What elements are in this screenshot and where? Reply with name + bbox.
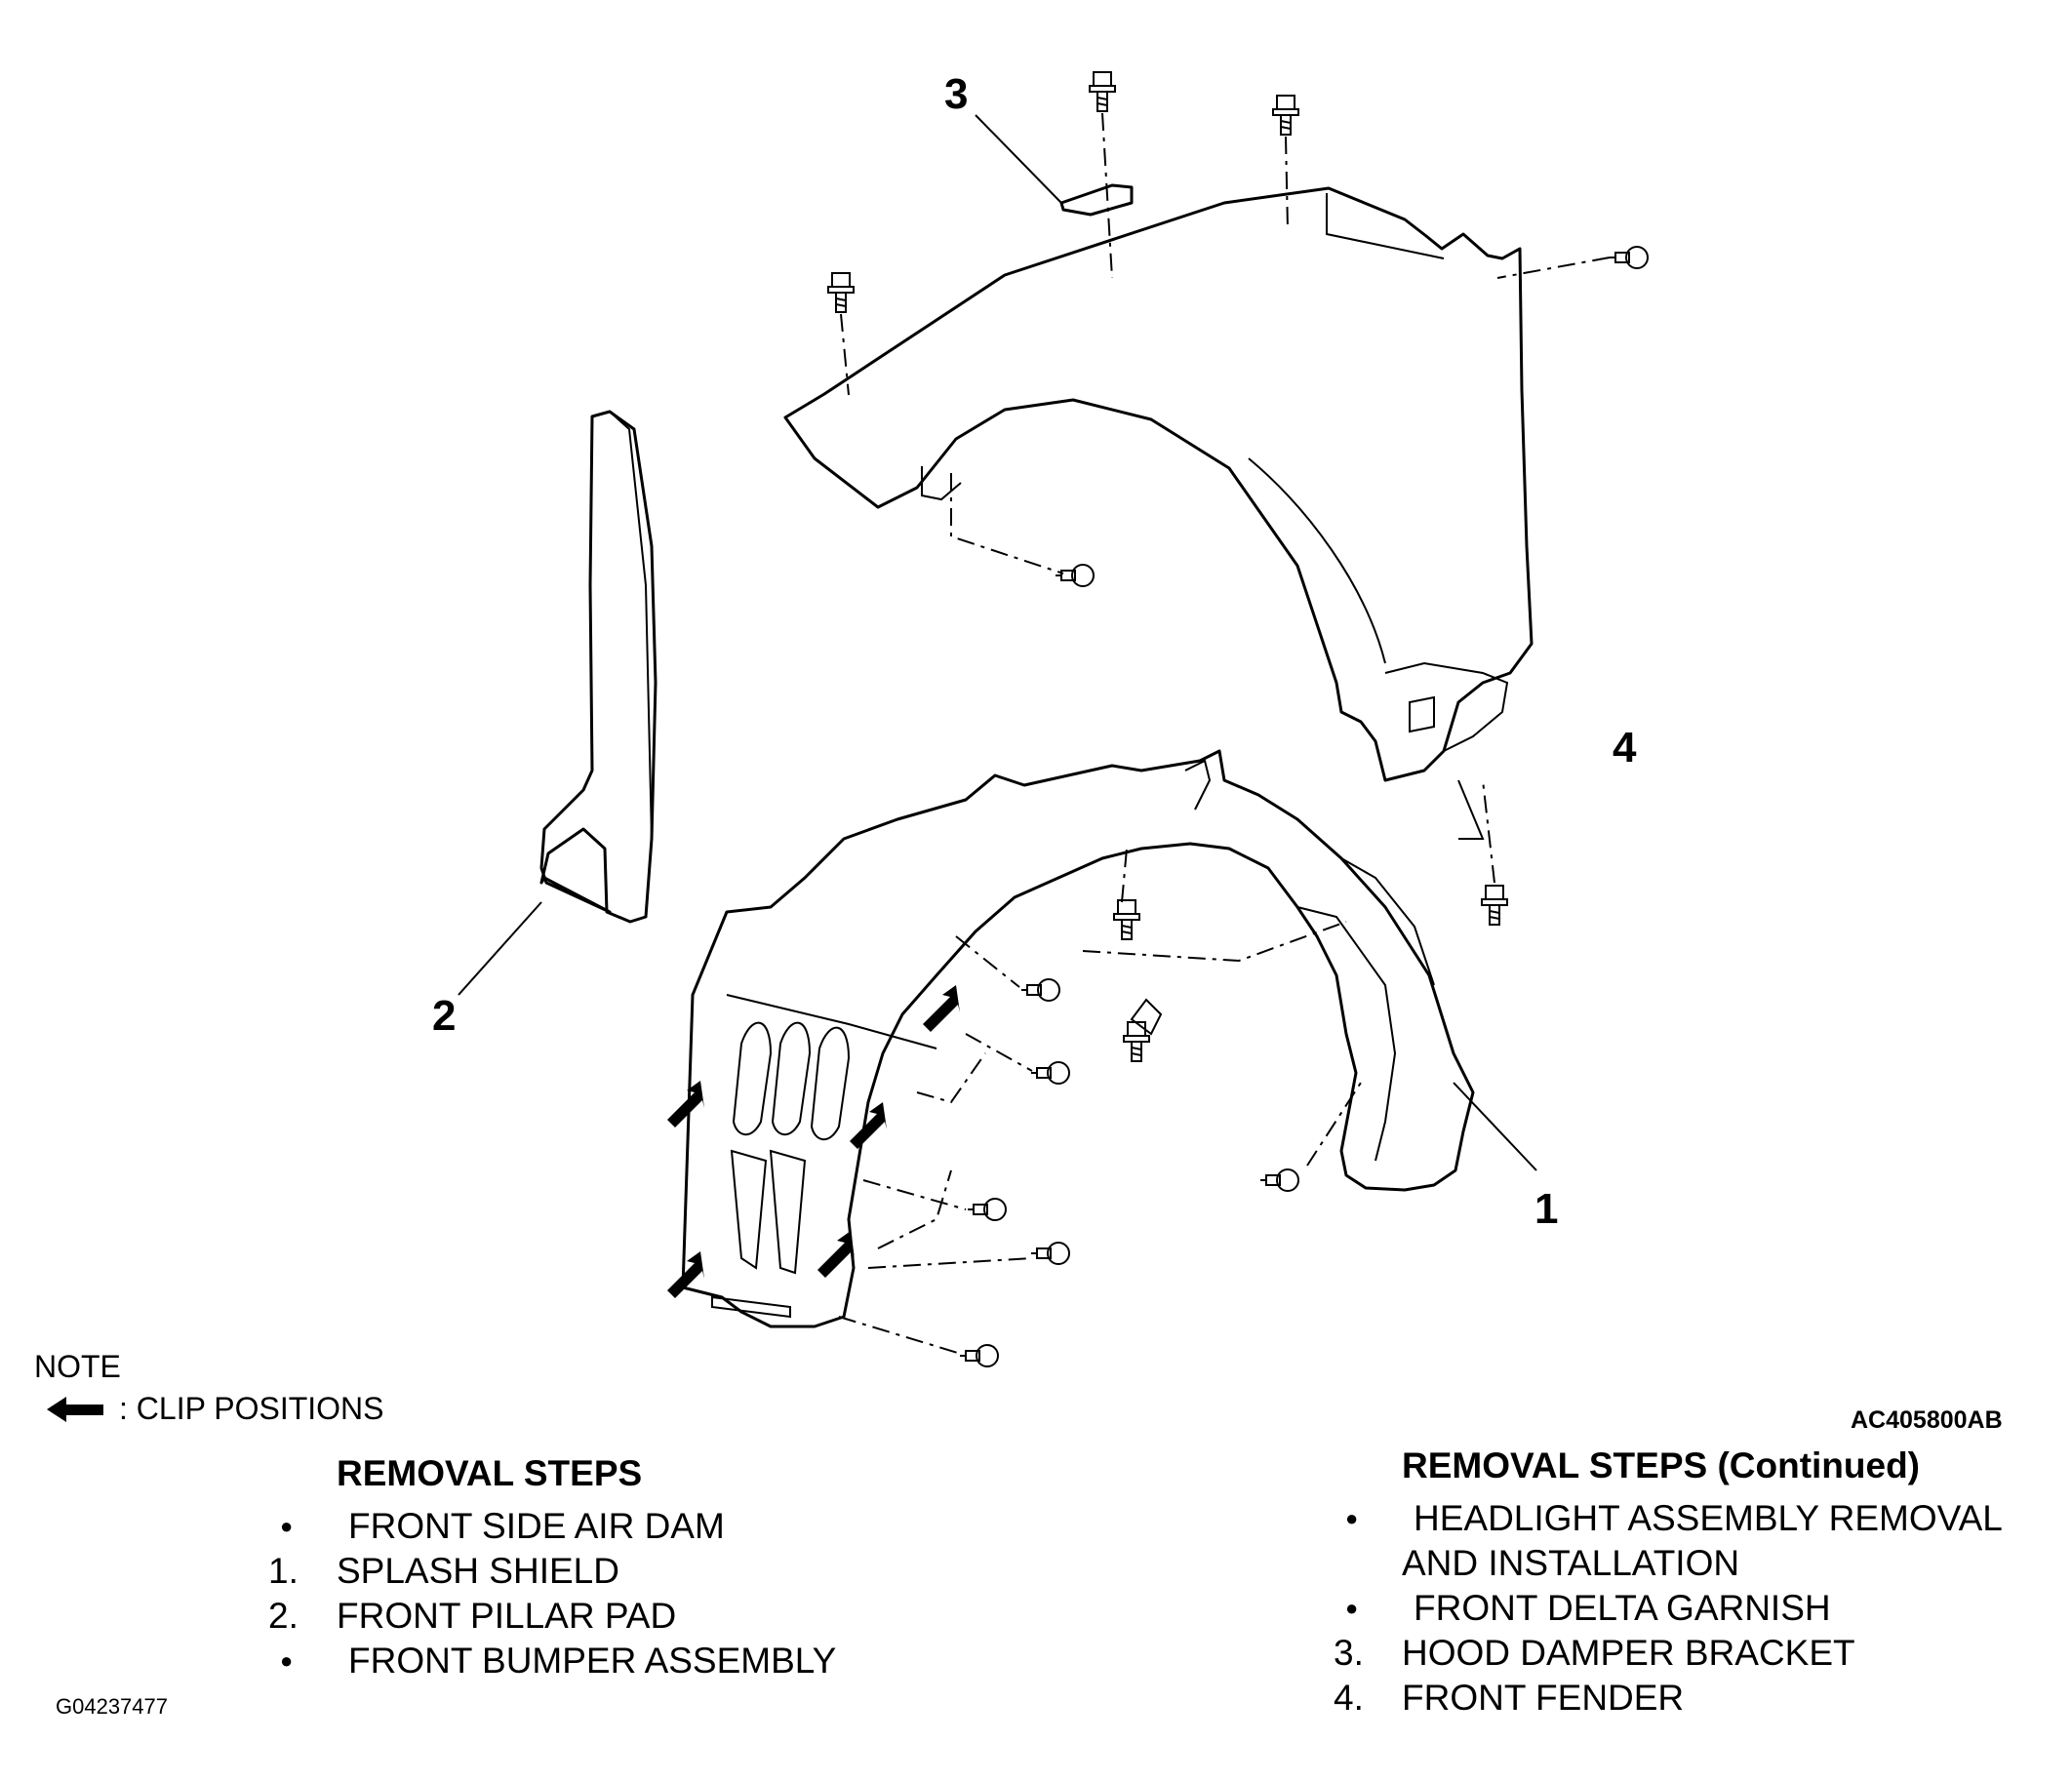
step-number: 2.	[268, 1596, 299, 1636]
callout-1: 1	[1534, 1185, 1559, 1233]
bullet-icon: ●	[280, 1648, 294, 1673]
list-item: 4. FRONT FENDER	[1334, 1676, 2003, 1721]
callout-4: 4	[1613, 724, 1637, 772]
note-heading: NOTE	[34, 1349, 121, 1384]
step-number: 4.	[1334, 1678, 1364, 1718]
bullet-icon: ●	[1345, 1506, 1359, 1530]
bullet-icon: ●	[1345, 1596, 1359, 1620]
bullet-icon: ●	[280, 1514, 294, 1538]
step-text: FRONT SIDE AIR DAM	[348, 1506, 725, 1546]
list-item: 1. SPLASH SHIELD	[268, 1549, 836, 1594]
removal-steps-continued: REMOVAL STEPS (Continued) ● HEADLIGHT AS…	[1334, 1445, 2003, 1721]
step-number: 1.	[268, 1551, 299, 1591]
step-text: SPLASH SHIELD	[337, 1551, 619, 1591]
list-item: ● FRONT SIDE AIR DAM	[268, 1504, 836, 1549]
front-fender	[783, 186, 1534, 782]
list-item: ● HEADLIGHT ASSEMBLY REMOVAL	[1334, 1496, 2003, 1541]
callout-2: 2	[432, 992, 457, 1040]
hood-damper-bracket	[1059, 183, 1134, 217]
splash-shield	[681, 749, 1475, 1328]
list-item: AND INSTALLATION	[1334, 1541, 2003, 1586]
removal-steps: REMOVAL STEPS ● FRONT SIDE AIR DAM 1. SP…	[268, 1453, 836, 1683]
list-item: ● FRONT DELTA GARNISH	[1334, 1586, 2003, 1631]
step-number: 3.	[1334, 1633, 1364, 1673]
step-text: AND INSTALLATION	[1402, 1543, 1740, 1583]
step-text: FRONT DELTA GARNISH	[1414, 1588, 1831, 1628]
removal-steps-title: REMOVAL STEPS	[337, 1453, 643, 1493]
image-code: AC405800AB	[1851, 1406, 2003, 1434]
step-text: FRONT PILLAR PAD	[337, 1596, 677, 1636]
step-text: HOOD DAMPER BRACKET	[1402, 1633, 1855, 1673]
figure-id: G04237477	[56, 1694, 168, 1719]
clip-position-arrow-icon	[47, 1397, 103, 1422]
list-item: 3. HOOD DAMPER BRACKET	[1334, 1631, 2003, 1676]
callout-3: 3	[944, 70, 969, 118]
step-text: HEADLIGHT ASSEMBLY REMOVAL	[1414, 1498, 2003, 1538]
list-item: 2. FRONT PILLAR PAD	[268, 1594, 836, 1639]
step-text: FRONT BUMPER ASSEMBLY	[348, 1641, 837, 1681]
removal-steps-continued-title: REMOVAL STEPS (Continued)	[1402, 1445, 1921, 1485]
step-text: FRONT FENDER	[1402, 1678, 1685, 1718]
list-item: ● FRONT BUMPER ASSEMBLY	[268, 1639, 836, 1683]
front-pillar-pad	[539, 410, 657, 924]
note-legend-text: : CLIP POSITIONS	[119, 1391, 384, 1426]
